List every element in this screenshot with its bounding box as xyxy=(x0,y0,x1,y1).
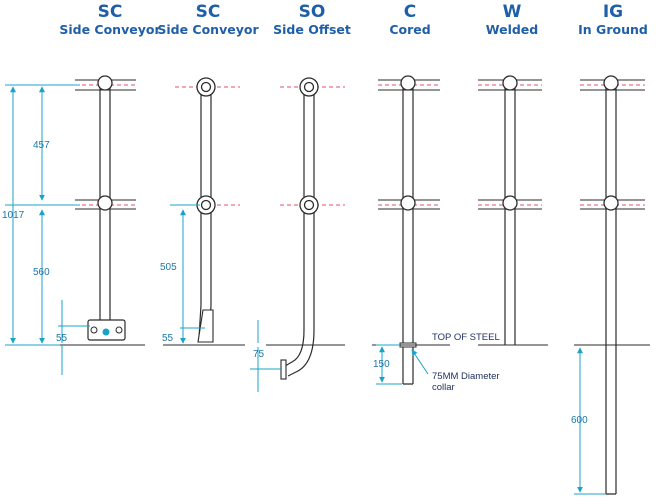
dimension-total-height: 1017 xyxy=(2,210,25,221)
column-code: W xyxy=(502,2,522,22)
stanchion-sc-sidebracket xyxy=(163,77,245,346)
rail-lines xyxy=(75,79,136,210)
column-heading-c: C Cored xyxy=(370,2,450,37)
column-heading-w: W Welded xyxy=(472,2,552,37)
side-bracket xyxy=(197,309,214,343)
column-name: In Ground xyxy=(578,22,648,37)
column-heading-so: SO Side Offset xyxy=(262,2,362,37)
rail-lines xyxy=(478,79,542,210)
column-name: Side Offset xyxy=(273,22,351,37)
column-name: Welded xyxy=(485,22,539,37)
post-outline xyxy=(284,87,315,377)
rail-lines xyxy=(378,79,440,210)
dimension-lines-so xyxy=(250,320,282,392)
column-name: Side Conveyor xyxy=(59,22,161,37)
dimension-base-plate: 55 xyxy=(56,333,68,344)
note-collar-line1: 75MM Diameter xyxy=(432,371,500,382)
column-heading-ig: IG In Ground xyxy=(570,2,656,37)
dimension-lines-sc xyxy=(5,84,90,375)
column-code: C xyxy=(403,2,417,22)
note-top-of-steel: TOP OF STEEL xyxy=(432,332,500,343)
fitting-knuckles xyxy=(603,75,619,211)
stanchion-sc-baseplate xyxy=(60,75,145,346)
column-name: Cored xyxy=(389,22,431,37)
centerline-marks xyxy=(280,86,345,206)
column-name: Side Conveyor xyxy=(157,22,259,37)
centerline-marks xyxy=(75,84,136,206)
dimension-offset-drop: 75 xyxy=(253,349,265,360)
dimension-core-depth: 150 xyxy=(373,359,390,370)
dimension-side-bracket-base: 55 xyxy=(162,333,174,344)
stanchion-welded xyxy=(478,75,548,346)
fitting-knuckles xyxy=(97,75,113,211)
post-outline xyxy=(605,85,617,495)
fitting-rings xyxy=(299,77,319,215)
stanchion-in-ground xyxy=(574,75,650,495)
column-code: SO xyxy=(298,2,326,22)
dimension-lines-sc-side xyxy=(170,204,205,344)
stanchion-cored xyxy=(372,75,450,385)
centerline-marks xyxy=(478,84,542,206)
column-code: SC xyxy=(97,2,123,22)
post-outline xyxy=(504,85,516,345)
centerline-marks xyxy=(378,84,440,206)
dimension-side-bracket-height: 505 xyxy=(160,262,177,273)
dimension-ground-depth: 600 xyxy=(571,415,588,426)
rail-lines xyxy=(580,79,645,210)
fitting-knuckles xyxy=(400,75,416,211)
dimension-lines-cored xyxy=(376,344,429,385)
column-code: SC xyxy=(195,2,221,22)
stanchion-so xyxy=(266,77,345,380)
note-collar-line2: collar xyxy=(432,382,455,393)
column-code: IG xyxy=(602,2,624,22)
dimension-lines-in-ground xyxy=(574,347,606,495)
centerline-marks xyxy=(175,86,240,206)
fitting-rings xyxy=(196,77,216,215)
column-heading-sc-1: SC Side Conveyor xyxy=(58,2,162,37)
post-outline xyxy=(402,85,414,385)
column-heading-sc-2: SC Side Conveyor xyxy=(156,2,260,37)
base-plate-holes xyxy=(90,326,123,336)
centerline-marks xyxy=(580,84,645,206)
dimension-upper-spacing: 457 xyxy=(33,140,50,151)
dimension-lower-spacing: 560 xyxy=(33,267,50,278)
fitting-knuckles xyxy=(502,75,518,211)
